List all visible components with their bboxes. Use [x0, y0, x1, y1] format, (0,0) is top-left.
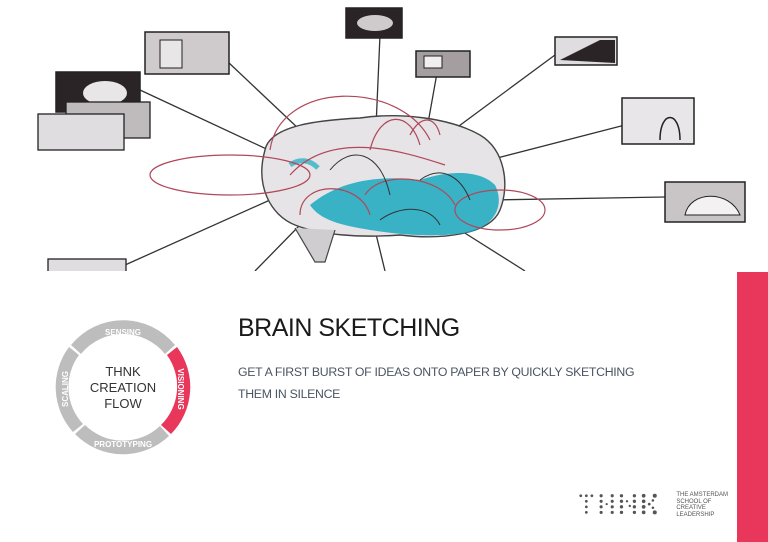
segment-prototyping	[75, 425, 169, 455]
thnk-dot-logo-icon	[579, 493, 657, 515]
brain-sketch-illustration	[37, 7, 746, 271]
segment-label-prototyping: PROTOTYPING	[94, 440, 152, 449]
segment-label-sensing: SENSING	[105, 328, 141, 337]
segment-scaling	[55, 347, 83, 432]
segment-label-visioning: VISIONING	[176, 368, 185, 409]
logo-tagline: The Amsterdam School of Creative Leaders…	[676, 492, 728, 518]
brain-sketch-svg	[37, 7, 746, 271]
logo-line-1: The Amsterdam	[676, 492, 728, 498]
segment-label-scaling: SCALING	[61, 371, 70, 407]
segment-visioning	[161, 347, 191, 434]
logo-line-4: Leadership	[676, 511, 715, 518]
accent-bar	[737, 272, 768, 542]
wheel-center-line1: THNK	[105, 364, 141, 379]
slide-title: BRAIN SKETCHING	[238, 314, 460, 342]
slide-subtitle: GET A FIRST BURST OF IDEAS ONTO PAPER BY…	[238, 361, 708, 405]
sketch-thumbnails	[37, 7, 746, 271]
logo-line-2: School of	[676, 498, 712, 505]
thnk-logo: The Amsterdam School of Creative Leaders…	[578, 490, 728, 520]
segment-sensing	[71, 320, 175, 354]
subtitle-line-2: THEM IN SILENCE	[238, 387, 341, 401]
subtitle-line-1: GET A FIRST BURST OF IDEAS ONTO PAPER BY…	[238, 365, 635, 379]
wheel-center-line3: FLOW	[104, 396, 142, 411]
wheel-center-line2: CREATION	[90, 380, 156, 395]
logo-line-3: Creative	[676, 505, 706, 511]
creation-flow-wheel: SENSING VISIONING PROTOTYPING SCALING TH…	[48, 312, 198, 462]
